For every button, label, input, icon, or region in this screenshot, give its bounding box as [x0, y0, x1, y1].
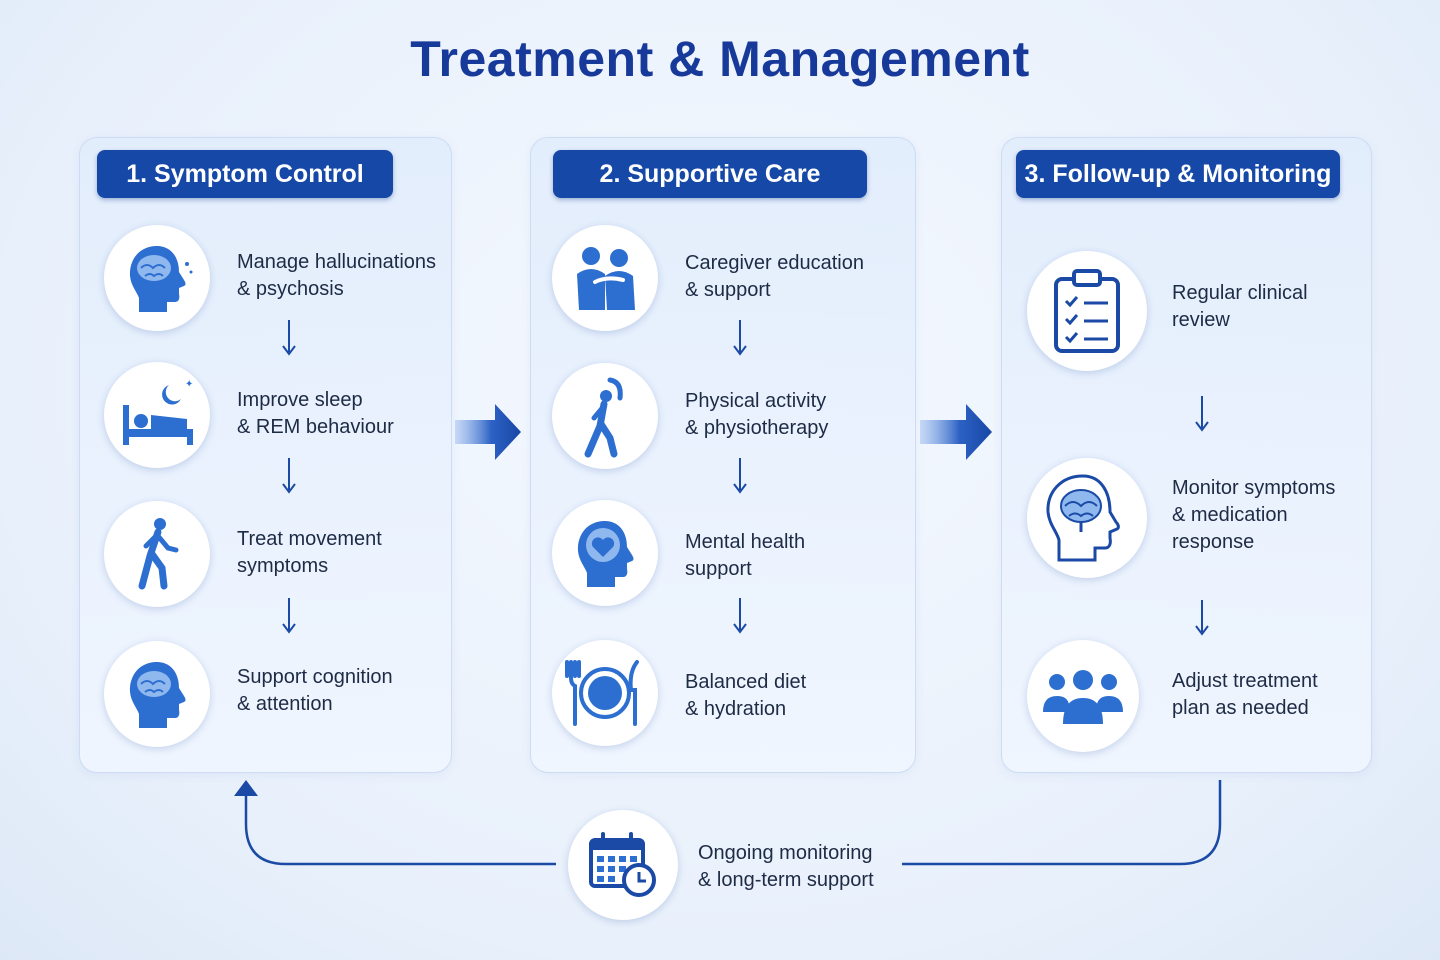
down-arrow — [1195, 396, 1209, 432]
follow-up-monitoring-panel: 3. Follow-up & Monitoring Regular clinic… — [1001, 137, 1372, 773]
brain-head-icon — [104, 641, 210, 747]
symptom-control-heading: 1. Symptom Control — [97, 150, 393, 198]
down-arrow — [1195, 600, 1209, 636]
down-arrow — [733, 598, 747, 634]
supportive-care-panel: 2. Supportive Care Caregiver education& … — [530, 137, 916, 773]
step-text: Physical activity& physiotherapy — [685, 390, 829, 439]
page-title: Treatment & Management — [410, 31, 1030, 87]
heart-head-icon — [552, 500, 658, 606]
step-text: Manage hallucinations& psychosis — [237, 251, 437, 300]
down-arrow — [282, 320, 296, 356]
caregiver-icon — [552, 225, 658, 331]
loop-text: Ongoing monitoring& long-term support — [698, 842, 874, 891]
brain-head-icon — [104, 225, 210, 331]
right-arrow — [455, 404, 521, 460]
walking-person-icon — [104, 501, 210, 607]
down-arrow — [733, 458, 747, 494]
step-text: Support cognition& attention — [237, 666, 393, 715]
symptom-control-panel: 1. Symptom Control Manage hallucinations… — [79, 137, 452, 773]
plate-cutlery-icon — [552, 640, 658, 746]
follow-up-monitoring-heading: 3. Follow-up & Monitoring — [1016, 150, 1340, 198]
clipboard-checklist-icon — [1027, 251, 1147, 371]
brain-outline-head-icon — [1027, 458, 1147, 578]
svg-text:✦: ✦ — [185, 379, 193, 390]
down-arrow — [733, 320, 747, 356]
step-text: Improve sleep& REM behaviour — [237, 389, 394, 438]
calendar-clock-icon — [568, 810, 678, 920]
step-text: Balanced diet& hydration — [685, 671, 807, 720]
stretching-person-icon — [552, 363, 658, 469]
down-arrow — [282, 458, 296, 494]
right-arrow — [920, 404, 992, 460]
team-icon — [1027, 640, 1139, 752]
down-arrow — [282, 598, 296, 634]
step-text: Caregiver education& support — [685, 252, 864, 301]
supportive-care-heading: 2. Supportive Care — [553, 150, 867, 198]
bed-moon-icon: ✦ — [104, 362, 210, 468]
